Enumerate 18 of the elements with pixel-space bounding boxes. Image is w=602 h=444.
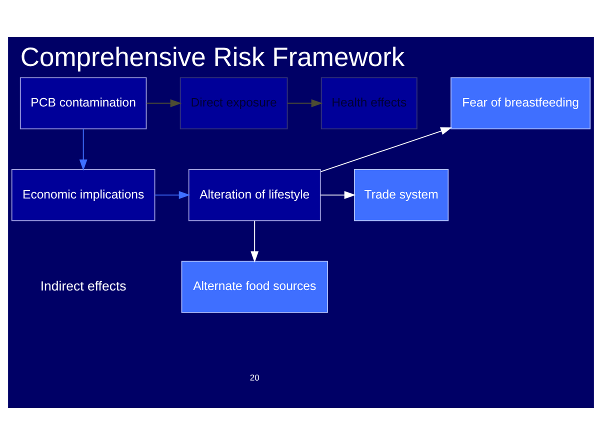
- arrow: [79, 128, 88, 170]
- label: Indirect effects: [40, 278, 126, 293]
- arrow: [154, 190, 190, 199]
- arrow: [320, 190, 356, 199]
- arrow: [287, 98, 323, 107]
- node-box: Alteration of lifestyle: [188, 168, 321, 221]
- node-box: Health effects: [320, 76, 418, 129]
- arrow: [146, 98, 182, 107]
- node-box: PCB contamination: [20, 76, 147, 129]
- node-box: Direct exposure: [180, 76, 288, 129]
- node-box: Trade system: [354, 168, 449, 221]
- node-box: Fear of breastfeeding: [450, 76, 591, 129]
- arrow: [250, 220, 259, 262]
- arrow: [320, 126, 452, 172]
- label: 20: [250, 372, 260, 382]
- node-box: Alternate food sources: [181, 260, 328, 312]
- node-box: Economic implications: [11, 168, 156, 221]
- diagram-title: Comprehensive Risk Framework: [20, 41, 405, 72]
